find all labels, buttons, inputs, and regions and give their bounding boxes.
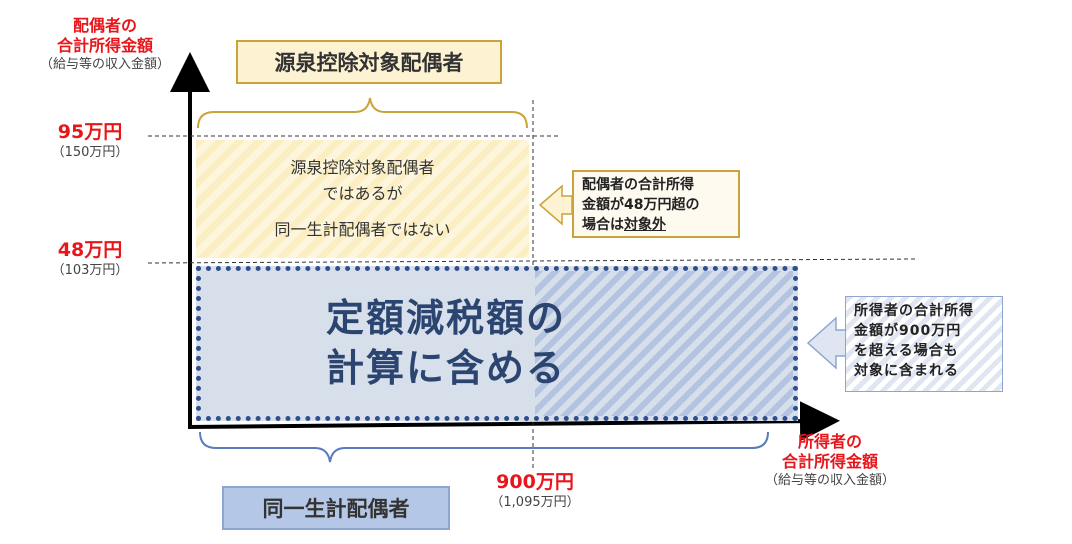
top-label-text: 源泉控除対象配偶者	[274, 51, 464, 75]
blue-region-hatch	[535, 271, 793, 416]
y-tick-48-main: 48万円	[57, 239, 123, 261]
callout-yellow-line1: 配偶者の合計所得	[582, 177, 694, 193]
blue-region-text: 定額減税額の 計算に含める	[321, 293, 571, 393]
y-tick-95-main: 95万円	[57, 121, 123, 143]
callout-yellow-line3-prefix: 場合は	[582, 217, 624, 233]
x-axis-line	[187, 401, 840, 442]
top-brace	[197, 97, 528, 129]
callout-yellow-emph: 対象外	[624, 217, 666, 233]
callout-blue-arrow	[806, 316, 849, 370]
callout-blue: 所得者の合計所得 金額が900万円 を超える場合も 対象に含まれる	[845, 296, 1003, 392]
top-label-box: 源泉控除対象配偶者	[236, 40, 502, 84]
blue-region-line1: 定額減税額の	[325, 296, 566, 340]
y-axis-sub: （給与等の収入金額）	[39, 57, 170, 72]
callout-yellow-line2: 金額が48万円超の	[582, 197, 700, 213]
y-axis-label: 配偶者の 合計所得金額 （給与等の収入金額）	[20, 16, 190, 74]
y-tick-48: 48万円 （103万円）	[40, 238, 140, 280]
y-axis-label-line2: 合計所得金額	[56, 36, 153, 55]
bottom-brace	[199, 431, 769, 463]
yellow-region-line2: ではあるが	[322, 184, 403, 203]
y-tick-95-sub: （150万円）	[51, 145, 129, 160]
callout-yellow-arrow	[538, 184, 573, 226]
x-axis-sub: （給与等の収入金額）	[764, 473, 895, 488]
dashed-line-48	[147, 258, 916, 264]
yellow-region-line1: 源泉控除対象配偶者	[290, 158, 435, 177]
y-tick-95: 95万円 （150万円）	[40, 120, 140, 162]
callout-yellow-line3: 場合は対象外	[582, 215, 730, 235]
callout-blue-line2: 金額が900万円	[854, 323, 962, 339]
x-tick-900-sub: （1,095万円）	[490, 495, 580, 510]
x-axis-label: 所得者の 合計所得金額 （給与等の収入金額）	[745, 432, 915, 490]
blue-region-line2: 計算に含める	[325, 346, 566, 390]
x-tick-900-main: 900万円	[496, 471, 574, 493]
x-axis-label-line2: 合計所得金額	[781, 452, 878, 471]
blue-region: 定額減税額の 計算に含める	[196, 266, 798, 421]
bottom-label-text: 同一生計配偶者	[262, 497, 410, 521]
yellow-region-line3: 同一生計配偶者ではない	[274, 220, 451, 239]
x-tick-900: 900万円 （1,095万円）	[470, 470, 600, 512]
callout-yellow: 配偶者の合計所得 金額が48万円超の 場合は対象外	[572, 170, 740, 238]
y-axis-label-line1: 配偶者の	[72, 16, 137, 35]
yellow-region: 源泉控除対象配偶者 ではあるが 同一生計配偶者ではない	[196, 140, 529, 258]
callout-blue-line4: 対象に含まれる	[854, 363, 959, 379]
y-tick-48-sub: （103万円）	[51, 263, 129, 278]
bottom-label-box: 同一生計配偶者	[222, 486, 450, 530]
callout-blue-line1: 所得者の合計所得	[854, 303, 974, 319]
callout-blue-line3: を超える場合も	[854, 343, 959, 359]
x-axis-label-line1: 所得者の	[797, 432, 862, 451]
